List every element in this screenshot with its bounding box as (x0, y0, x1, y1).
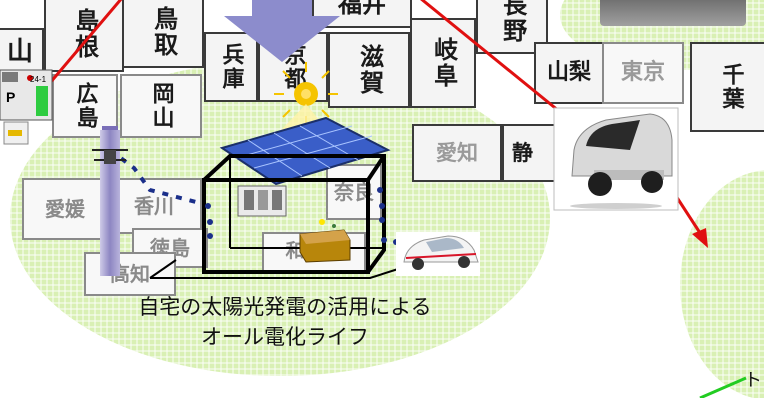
red-arrow-right (674, 195, 704, 237)
prefecture-tottori: 鳥取 (122, 0, 204, 68)
prefecture-hyogo-label: 兵庫 (218, 43, 244, 91)
prefecture-hyogo: 兵庫 (204, 32, 258, 102)
caption-line-2: オール電化ライフ (201, 325, 369, 349)
prefecture-kagawa-label: 香川 (134, 193, 174, 218)
caption: 自宅の太陽光発電の活用による オール電化ライフ (90, 292, 480, 352)
red-arrow-center (420, 0, 571, 122)
parking-meter-plate: P (6, 89, 15, 105)
appliance-icon (237, 185, 287, 217)
prefecture-shiga: 滋賀 (328, 32, 410, 108)
right-label-partial: ト (744, 370, 762, 391)
prefecture-yamanashi: 山梨 (534, 42, 604, 104)
prefecture-shizuoka-label: 静 (512, 140, 533, 165)
prefecture-tokyo: 東京 (602, 42, 684, 104)
prefecture-tokyo-label: 東京 (620, 60, 665, 86)
ground-line-left (149, 259, 177, 279)
top-right-photo (600, 0, 746, 26)
prefecture-yamaguchi-label: 山 (6, 37, 33, 68)
prefecture-nara-label: 奈良 (334, 179, 374, 204)
caption-line-1: 自宅の太陽光発電の活用による (138, 295, 432, 319)
prefecture-yamanashi-label: 山梨 (546, 60, 591, 86)
prefecture-ehime-label: 愛媛 (45, 196, 85, 221)
prefecture-hiroshima: 広島 (52, 74, 118, 138)
prefecture-nagano: 長野 (476, 0, 548, 54)
prefecture-ehime: 愛媛 (22, 178, 108, 240)
parking-meter-icon (0, 69, 53, 145)
green-connection-line (699, 376, 747, 398)
utility-pole-icon (92, 126, 128, 276)
red-arrow-left (42, 0, 123, 91)
prefecture-aichi-label: 愛知 (436, 140, 478, 165)
truck-icon (553, 107, 679, 211)
down-arrow-icon (224, 0, 340, 62)
red-arrow-right-head (692, 228, 708, 248)
prefecture-okayama-label: 岡山 (148, 82, 174, 130)
storage-battery-icon (299, 219, 351, 263)
prefecture-kagawa: 香川 (106, 178, 202, 234)
electric-car-icon (396, 232, 480, 276)
prefecture-chiba-label: 千葉 (718, 63, 744, 111)
parking-meter-display: 24-1 (30, 75, 47, 84)
prefecture-gifu-label: 岐阜 (429, 37, 458, 89)
prefecture-okayama: 岡山 (120, 74, 202, 138)
wiring (108, 148, 197, 204)
prefecture-tottori-label: 鳥取 (149, 6, 178, 58)
solar-panel-icon (219, 116, 391, 186)
prefecture-chiba: 千葉 (690, 42, 764, 132)
prefecture-aichi: 愛知 (412, 124, 502, 182)
prefecture-nagano-label: 長野 (498, 0, 527, 44)
prefecture-hiroshima-label: 広島 (72, 82, 98, 130)
prefecture-shiga-label: 滋賀 (355, 44, 384, 96)
prefecture-fukui-label: 福井 (338, 0, 386, 19)
prefecture-shizuoka: 静 (502, 124, 562, 182)
